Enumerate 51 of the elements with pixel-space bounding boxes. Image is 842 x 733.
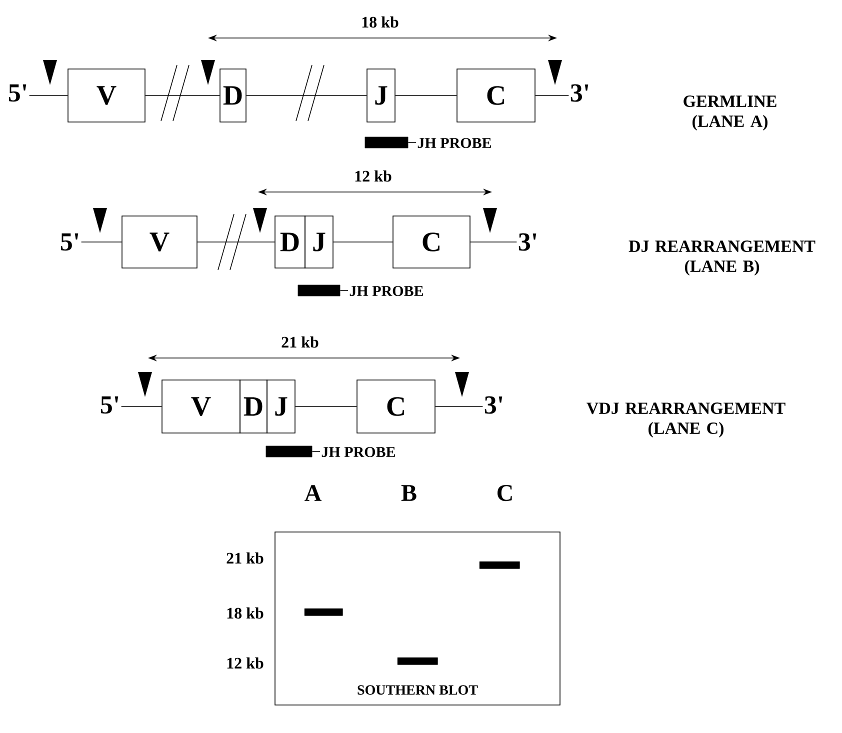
size-label: 21 kb xyxy=(282,336,318,348)
size-label: 18 kb xyxy=(362,16,398,28)
gene-segment-box: V xyxy=(68,68,146,122)
dna-line xyxy=(246,95,367,96)
gene-segment-box: C xyxy=(392,216,470,268)
gene-segment-box: J xyxy=(266,380,296,434)
gene-segment-box: J xyxy=(366,68,396,122)
gene-segment-box: C xyxy=(356,380,436,434)
end-label: 5' xyxy=(8,84,26,102)
probe-line xyxy=(408,142,416,143)
end-label: 5' xyxy=(100,396,118,414)
lane-label: C xyxy=(498,484,512,502)
dna-line xyxy=(535,95,570,96)
dna-line xyxy=(395,95,457,96)
gene-segment-box: V xyxy=(162,380,240,434)
row-label: VDJ REARRANGEMENT (LANE C) xyxy=(586,402,786,438)
dna-line xyxy=(120,406,162,407)
probe-line xyxy=(312,451,320,452)
band xyxy=(397,657,438,665)
dna-line xyxy=(295,406,357,407)
gene-segment-box: D xyxy=(240,380,268,434)
end-label: 5' xyxy=(60,233,78,251)
gene-segment-box: D xyxy=(274,216,306,268)
probe-bar xyxy=(364,136,408,148)
dna-line xyxy=(435,406,484,407)
band xyxy=(479,561,520,569)
probe-label: JH PROBE xyxy=(418,138,492,148)
gene-segment-box: D xyxy=(220,68,246,122)
probe-label: JH PROBE xyxy=(350,286,424,296)
lane-label: A xyxy=(304,485,322,501)
dna-line xyxy=(145,95,220,96)
band xyxy=(304,608,343,616)
end-label: 3' xyxy=(484,396,502,414)
probe-bar xyxy=(298,284,340,296)
size-label: 12 kb xyxy=(227,657,264,669)
size-label: 18 kb xyxy=(227,607,264,619)
lane-label: B xyxy=(401,485,416,501)
end-label: 3' xyxy=(518,233,536,251)
dna-line xyxy=(28,95,68,96)
size-label: 12 kb xyxy=(355,170,392,182)
end-label: 3' xyxy=(570,84,588,102)
gene-segment-box: J xyxy=(304,216,334,268)
probe-bar xyxy=(266,446,312,458)
row-label: DJ REARRANGEMENT (LANE B) xyxy=(628,240,816,276)
southern-blot-panel: SOUTHERN BLOT xyxy=(274,532,560,706)
probe-line xyxy=(340,290,348,291)
gene-segment-box: C xyxy=(456,68,536,122)
probe-label: JH PROBE xyxy=(322,446,396,458)
size-label: 21 kb xyxy=(226,552,264,564)
row-label: GERMLINE (LANE A) xyxy=(684,96,776,130)
gene-segment-box: V xyxy=(122,216,198,268)
